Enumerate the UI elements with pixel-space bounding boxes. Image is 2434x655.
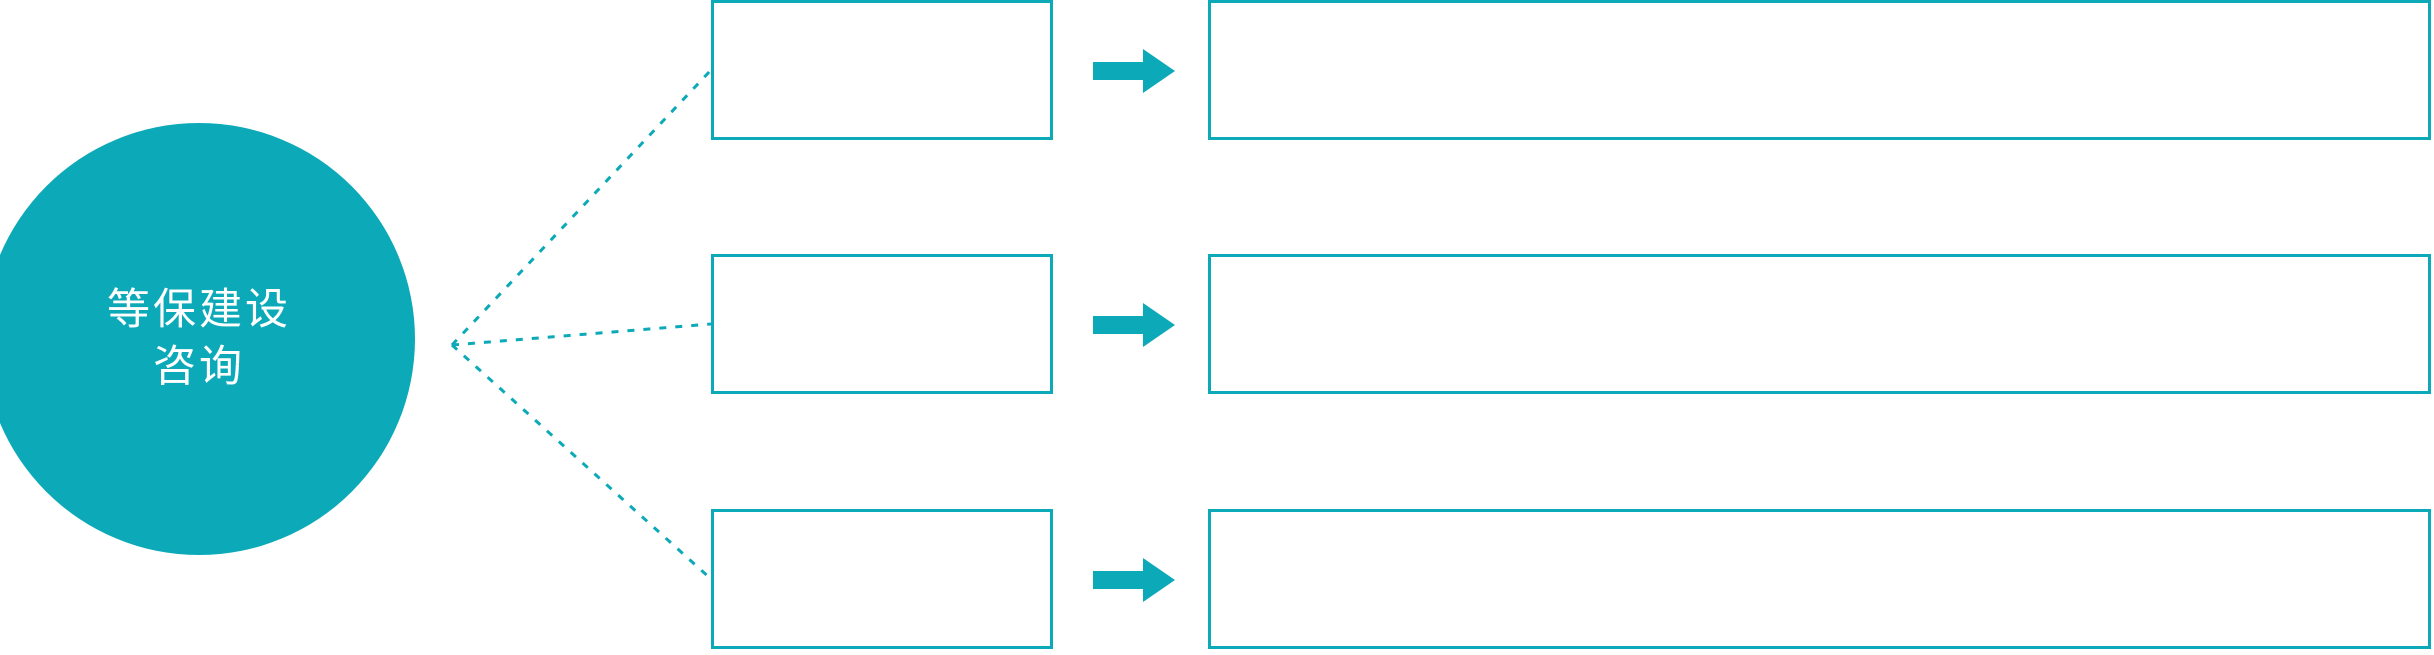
stage-box-row-1[interactable] bbox=[711, 0, 1053, 140]
stage-box-row-2[interactable] bbox=[711, 254, 1053, 394]
diagram-row bbox=[0, 0, 2434, 146]
hub-title-line-1: 等保建设 bbox=[107, 286, 291, 335]
detail-box-row-3[interactable] bbox=[1208, 509, 2431, 649]
detail-box-row-2[interactable] bbox=[1208, 254, 2431, 394]
diagram-row bbox=[0, 509, 2434, 655]
detail-box-row-1[interactable] bbox=[1208, 0, 2431, 140]
stage-box-row-3[interactable] bbox=[711, 509, 1053, 649]
arrow-right-icon bbox=[1093, 301, 1175, 349]
hub-circle[interactable]: 等保建设 咨询 bbox=[0, 123, 415, 555]
hub-title-line-2: 咨询 bbox=[153, 343, 245, 391]
diagram-row bbox=[0, 254, 2434, 400]
arrow-right-icon bbox=[1093, 47, 1175, 95]
arrow-right-icon bbox=[1093, 556, 1175, 604]
